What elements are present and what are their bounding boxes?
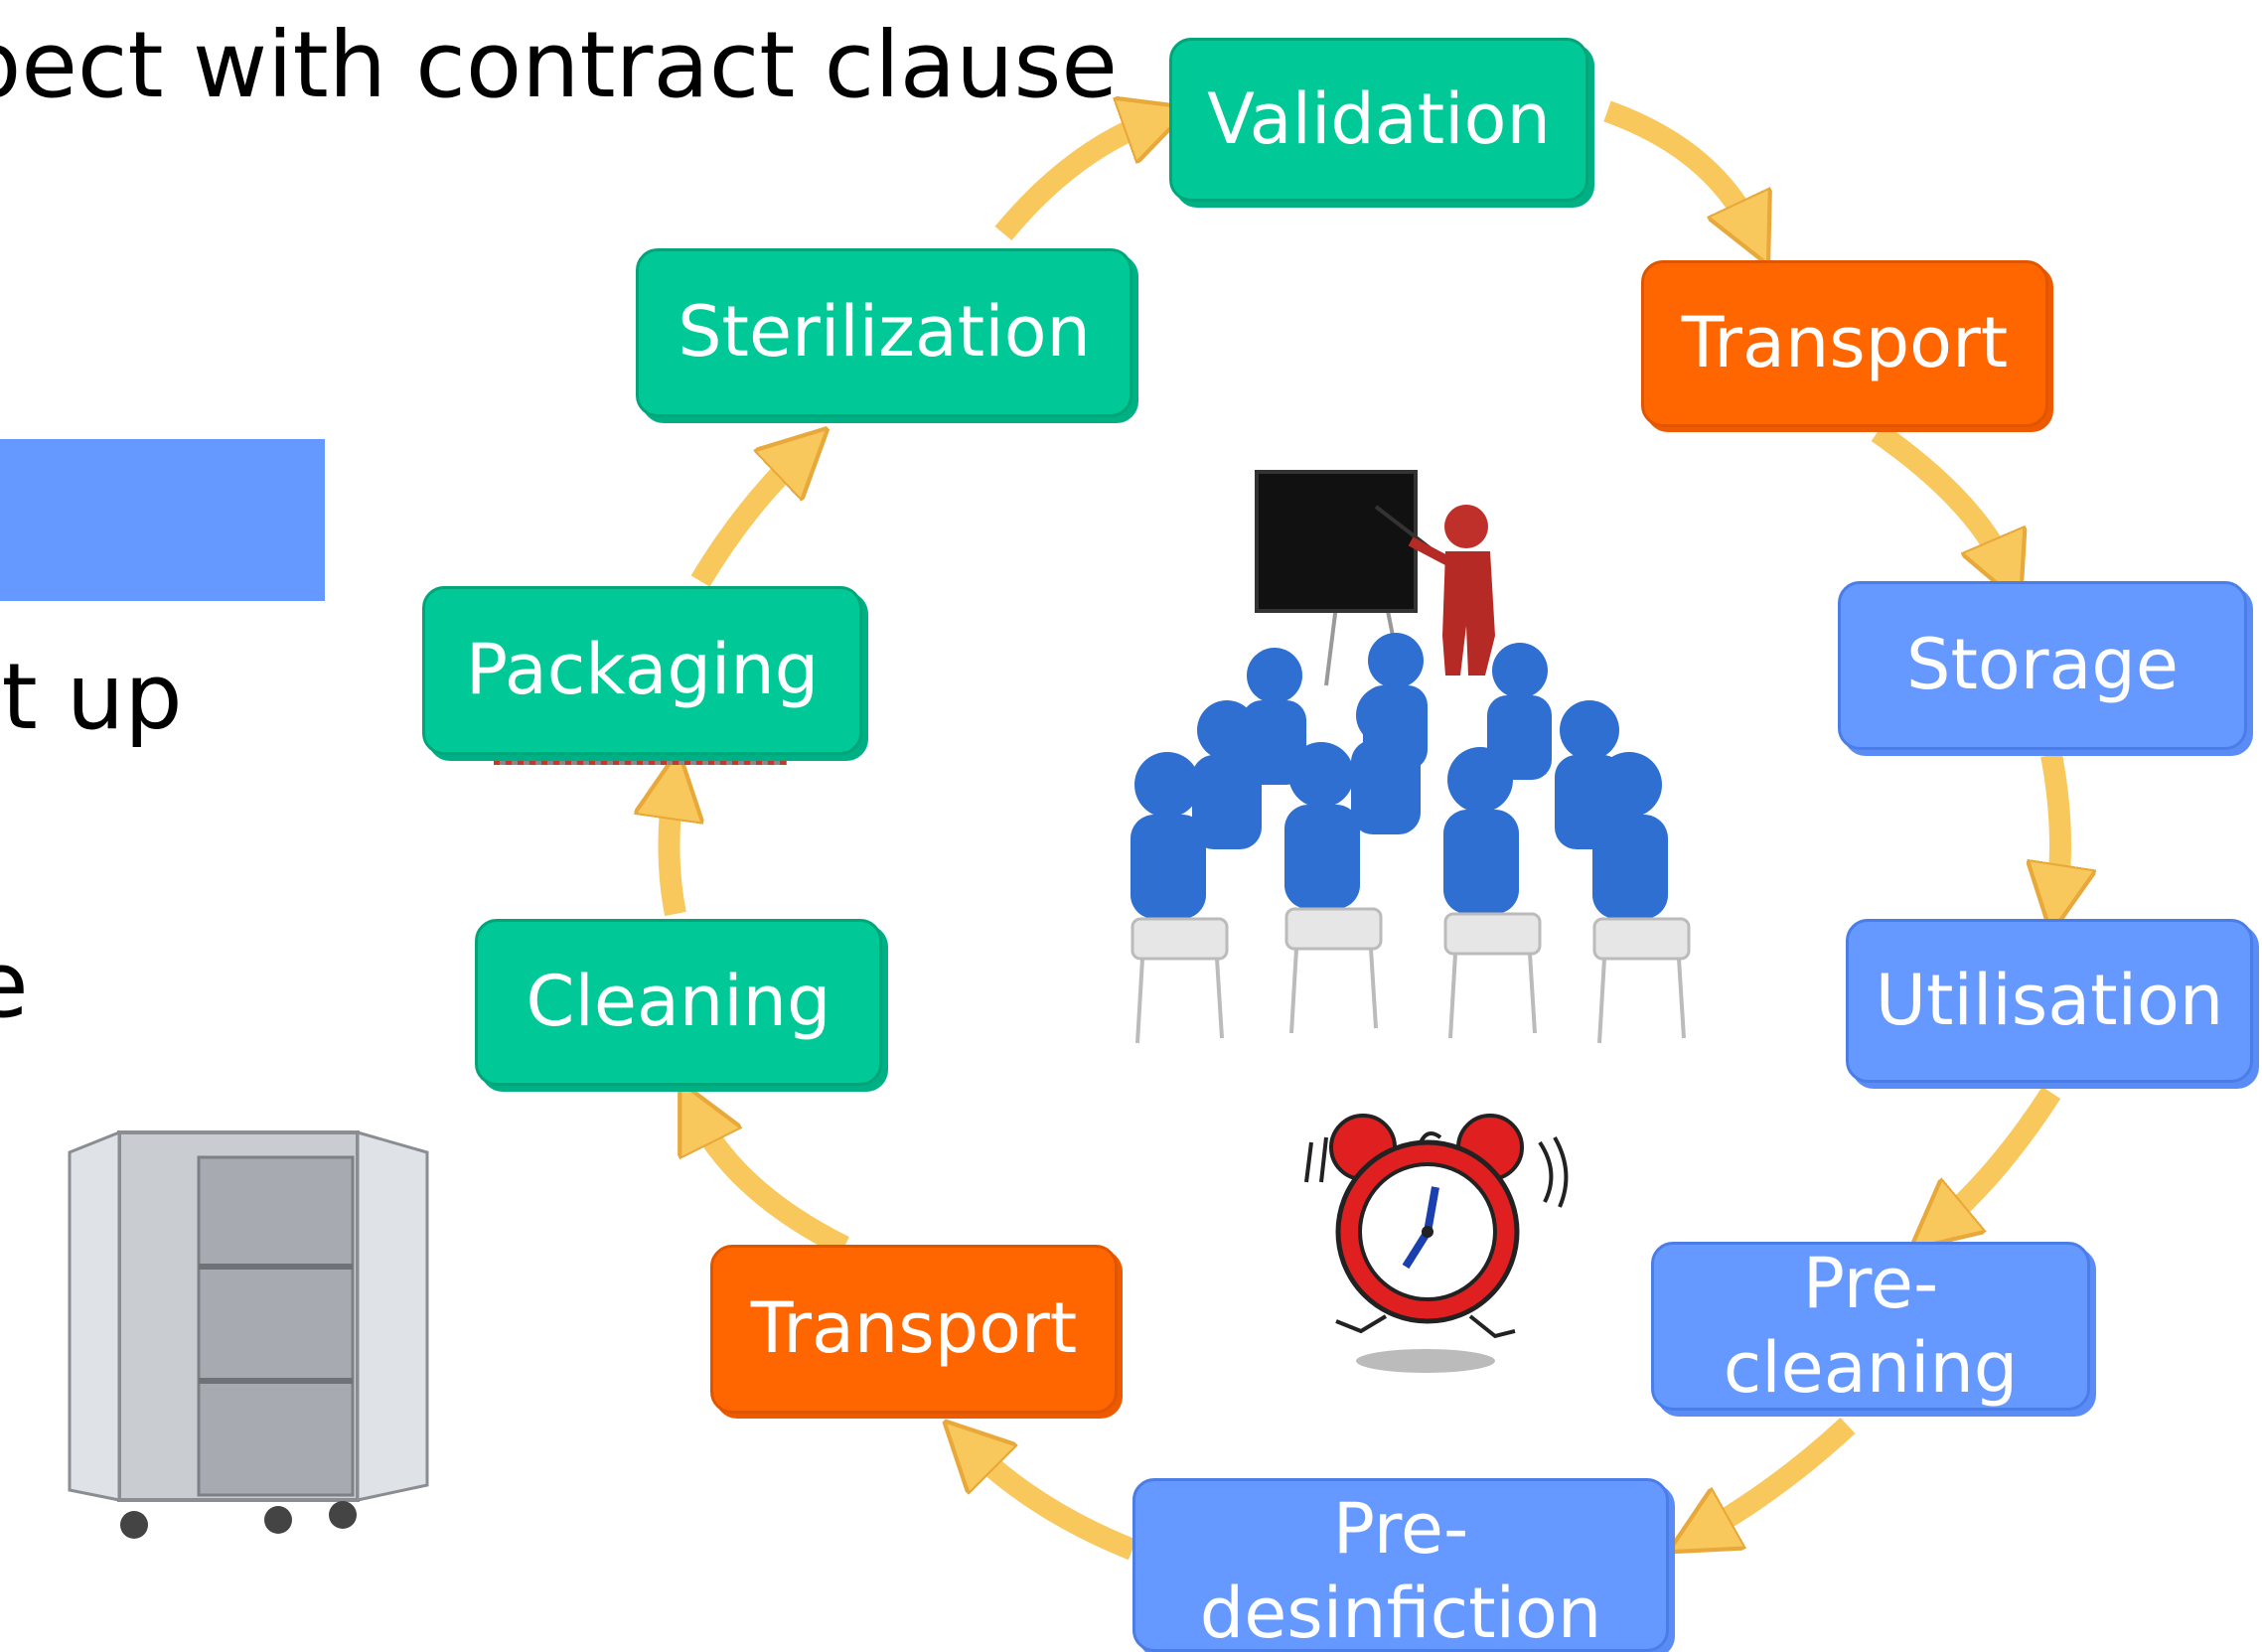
arrow-utilisation-to-precleaning bbox=[1937, 1087, 2061, 1227]
node-sterilization: Sterilization bbox=[636, 248, 1132, 417]
slide-text-line-3: e bbox=[0, 932, 29, 1038]
node-transport-top: Transport bbox=[1641, 260, 2048, 427]
storage-cabinet-illustration bbox=[68, 1129, 429, 1539]
node-pre-cleaning: Pre-cleaning bbox=[1651, 1242, 2090, 1411]
node-cleaning: Cleaning bbox=[475, 919, 882, 1086]
arrow-storage-to-utilisation bbox=[2051, 752, 2060, 899]
arrow-sterilization-to-validation bbox=[994, 119, 1157, 240]
node-packaging: Packaging bbox=[422, 586, 862, 755]
arrow-validation-to-transport bbox=[1603, 100, 1753, 233]
slide-text-line-2: et up bbox=[0, 644, 183, 750]
arrow-cleaning-to-packaging bbox=[669, 785, 676, 917]
arrow-precleaning-to-predesinfiction bbox=[1699, 1417, 1856, 1535]
arrow-packaging-to-sterilization bbox=[690, 452, 803, 587]
arrow-predesinfiction-to-transport bbox=[969, 1445, 1137, 1561]
packaging-underline-decoration bbox=[494, 755, 787, 765]
node-transport-bottom: Transport bbox=[710, 1245, 1118, 1414]
arrow-transport-to-storage bbox=[1871, 422, 2007, 571]
slide-text-line-1: spect with contract clause bbox=[0, 12, 1118, 118]
training-presentation-illustration bbox=[1126, 437, 1707, 1058]
blue-highlight-block bbox=[0, 439, 325, 601]
alarm-clock-illustration bbox=[1304, 1114, 1569, 1373]
arrow-transport-to-cleaning bbox=[695, 1113, 849, 1257]
node-validation: Validation bbox=[1169, 38, 1588, 202]
node-pre-desinfiction: Pre-desinfiction bbox=[1132, 1478, 1669, 1652]
node-utilisation: Utilisation bbox=[1846, 919, 2253, 1083]
node-storage: Storage bbox=[1838, 581, 2247, 750]
